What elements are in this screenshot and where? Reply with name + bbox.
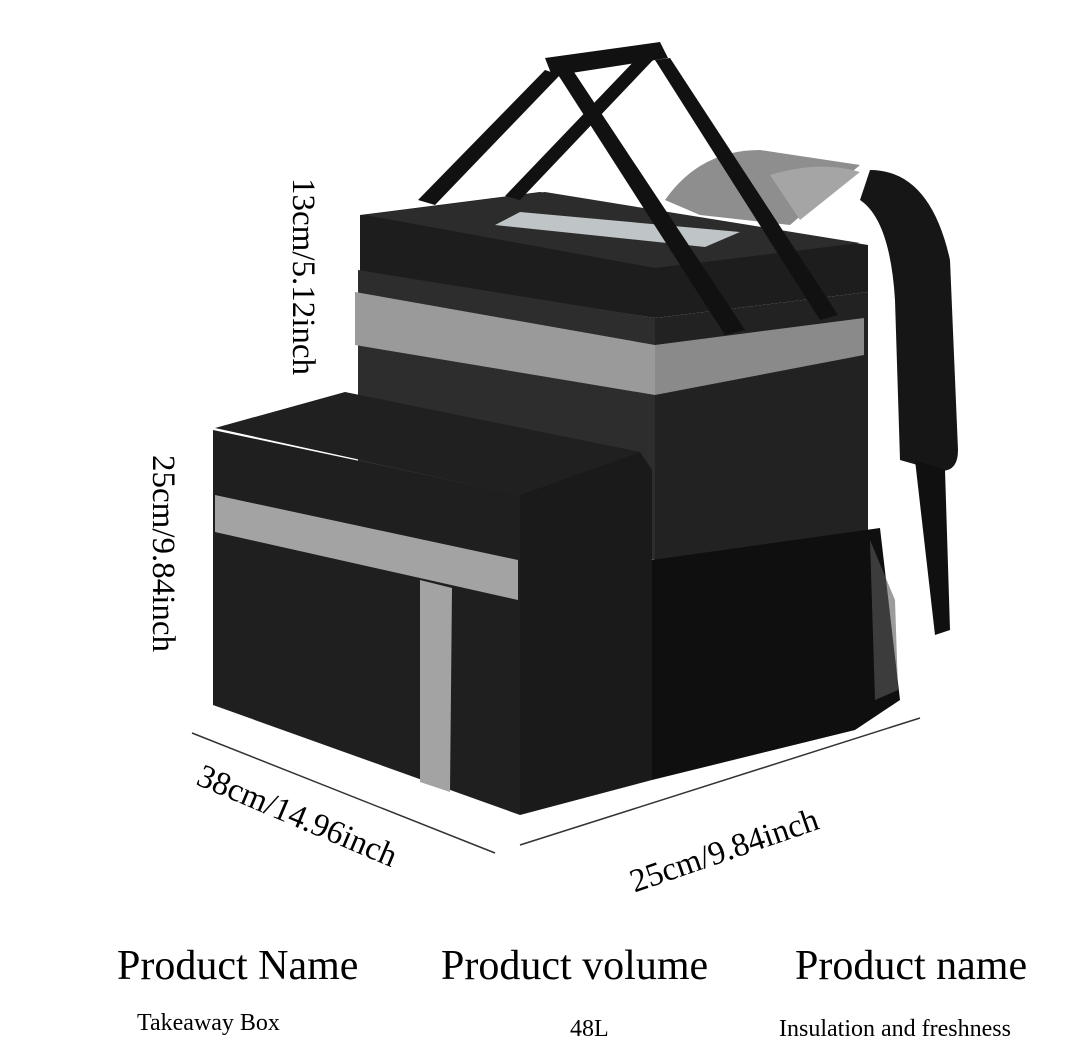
front-pocket-top <box>215 392 640 495</box>
dimension-label-front-height: 25cm/9.84inch <box>145 455 181 653</box>
side-mesh-highlight <box>870 540 898 700</box>
spec-heading-function: Product name <box>795 943 1028 989</box>
front-pocket-front <box>213 430 520 815</box>
handle-strap-left-b <box>505 55 655 200</box>
spec-value-function: Insulation and freshness <box>779 1016 1011 1042</box>
handle-strap-right <box>555 66 745 335</box>
shoulder-strap-lower <box>915 460 950 635</box>
upper-reflective-band-front <box>355 292 655 395</box>
strap-reflective-2 <box>770 166 860 220</box>
spec-value-volume: 48L <box>570 1016 609 1042</box>
handle-strap-left <box>418 70 560 205</box>
pocket-reflective-vertical <box>420 580 452 792</box>
top-handle-grip <box>545 42 668 76</box>
dimension-line-depth <box>519 717 921 846</box>
handle-strap-right-b <box>655 58 838 320</box>
spec-heading-name: Product Name <box>117 943 359 989</box>
dimension-line-width <box>191 732 496 854</box>
pocket-reflective-horizontal <box>215 495 518 600</box>
shoulder-strap-outer <box>860 170 958 471</box>
spec-value-name: Takeaway Box <box>137 1010 280 1036</box>
side-mesh-pocket <box>652 528 900 780</box>
dimension-label-top-height: 13cm/5.12inch <box>285 178 321 376</box>
spec-heading-volume: Product volume <box>441 943 709 989</box>
front-pocket-side <box>520 452 652 815</box>
upper-reflective-band-side <box>655 318 864 395</box>
